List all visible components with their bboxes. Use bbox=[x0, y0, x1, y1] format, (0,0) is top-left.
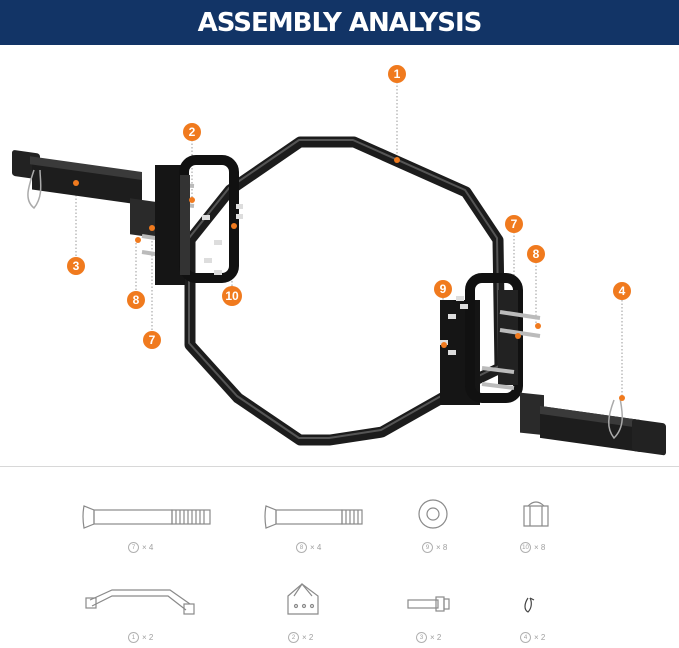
part-quantity: × 4 bbox=[310, 543, 322, 552]
short-bolt-icon bbox=[264, 505, 363, 529]
part-quantity: × 2 bbox=[534, 633, 546, 642]
part-number: 8 bbox=[296, 542, 307, 553]
callout-4: 4 bbox=[613, 282, 631, 300]
right-sleeve-assembly bbox=[440, 273, 666, 456]
callout-10-label: 10 bbox=[225, 289, 239, 303]
frame-half-icon bbox=[85, 589, 195, 615]
part-number: 3 bbox=[416, 632, 427, 643]
callout-9-label: 9 bbox=[440, 282, 447, 296]
callout-8-left-label: 8 bbox=[133, 293, 140, 307]
washer-icon bbox=[418, 499, 448, 529]
section-divider bbox=[0, 466, 679, 467]
callout-2: 2 bbox=[183, 123, 201, 141]
part-quantity: × 2 bbox=[302, 633, 314, 642]
part-label-frame: 1 × 2 bbox=[128, 632, 153, 643]
callout-4-label: 4 bbox=[619, 284, 626, 298]
part-quantity: × 2 bbox=[142, 633, 154, 642]
callouts: 1 2 3 4 7 8 8 7 9 10 bbox=[67, 65, 631, 349]
part-number: 9 bbox=[422, 542, 433, 553]
nut-icon bbox=[523, 501, 549, 527]
part-label-washer: 9 × 8 bbox=[422, 542, 447, 553]
left-sleeve-assembly bbox=[12, 150, 243, 285]
header-banner: ASSEMBLY ANALYSIS bbox=[0, 0, 679, 45]
callout-7-right-label: 7 bbox=[511, 217, 518, 231]
clip-icon bbox=[524, 597, 535, 613]
callout-8-right-label: 8 bbox=[533, 247, 540, 261]
part-markers bbox=[73, 157, 625, 401]
callout-8-left: 8 bbox=[127, 291, 145, 309]
callout-3: 3 bbox=[67, 257, 85, 275]
part-label-handle: 2 × 2 bbox=[288, 632, 313, 643]
part-label-clip: 4 × 2 bbox=[520, 632, 545, 643]
part-number: 4 bbox=[520, 632, 531, 643]
page-title: ASSEMBLY ANALYSIS bbox=[197, 7, 483, 38]
part-quantity: × 8 bbox=[534, 543, 546, 552]
callout-10: 10 bbox=[222, 286, 242, 306]
callout-3-label: 3 bbox=[73, 259, 80, 273]
part-number: 2 bbox=[288, 632, 299, 643]
part-number: 10 bbox=[520, 542, 531, 553]
callout-1: 1 bbox=[388, 65, 406, 83]
callout-7-right: 7 bbox=[505, 215, 523, 233]
callout-2-label: 2 bbox=[189, 125, 196, 139]
part-label-long-bolt: 7 × 4 bbox=[128, 542, 153, 553]
callout-1-label: 1 bbox=[394, 67, 401, 81]
parts-legend bbox=[82, 499, 549, 615]
sleeve-icon bbox=[407, 596, 450, 612]
callout-7-left-label: 7 bbox=[149, 333, 156, 347]
part-quantity: × 2 bbox=[430, 633, 442, 642]
part-quantity: × 8 bbox=[436, 543, 448, 552]
part-label-short-bolt: 8 × 4 bbox=[296, 542, 321, 553]
part-number: 1 bbox=[128, 632, 139, 643]
handle-icon bbox=[287, 582, 319, 615]
part-label-nut: 10 × 8 bbox=[520, 542, 545, 553]
callout-9: 9 bbox=[434, 280, 452, 298]
callout-8-right: 8 bbox=[527, 245, 545, 263]
callout-7-left: 7 bbox=[143, 331, 161, 349]
part-label-sleeve: 3 × 2 bbox=[416, 632, 441, 643]
long-bolt-icon bbox=[82, 505, 211, 529]
part-quantity: × 4 bbox=[142, 543, 154, 552]
part-number: 7 bbox=[128, 542, 139, 553]
